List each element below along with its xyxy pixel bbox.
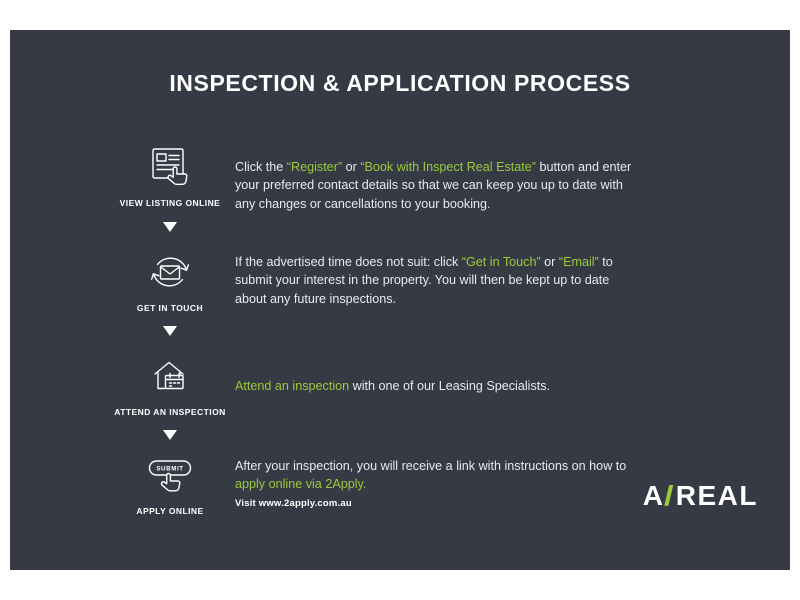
apply-online-icon: SUBMIT: [148, 460, 192, 492]
text-segment: or: [342, 160, 361, 174]
text-segment: After your inspection, you will receive …: [235, 459, 627, 473]
down-arrow-icon: [163, 326, 177, 336]
logo-slash-icon: /: [664, 480, 676, 511]
flyer-board: INSPECTION & APPLICATION PROCESS VIEW LI…: [10, 30, 790, 570]
logo-letter-left: A: [642, 480, 665, 511]
step-label: APPLY ONLINE: [136, 506, 204, 516]
step-description-view-listing: Click the “Register” or “Book with Inspe…: [235, 158, 641, 213]
highlighted-phrase: “Get in Touch”: [461, 255, 541, 269]
get-in-touch-icon: [150, 257, 189, 287]
highlighted-phrase: “Book with Inspect Real Estate”: [360, 160, 536, 174]
step-apply-online: SUBMIT APPLY ONLINE: [100, 455, 240, 516]
text-segment: or: [540, 255, 559, 269]
step-view-listing-online: VIEW LISTING ONLINE: [100, 143, 240, 208]
attend-inspection-icon: [154, 361, 184, 390]
text-segment: If the advertised time does not suit: cl…: [235, 255, 462, 269]
highlighted-phrase: apply online via 2Apply.: [235, 477, 367, 492]
logo-letters-right: REAL: [675, 480, 758, 511]
step-description-apply-online: After your inspection, you will receive …: [235, 457, 641, 494]
step-label: GET IN TOUCH: [136, 303, 204, 313]
visit-url-note: Visit www.2apply.com.au: [235, 498, 352, 509]
areal-logo: A / REAL: [643, 480, 758, 512]
step-label: VIEW LISTING ONLINE: [119, 198, 221, 208]
highlighted-phrase: “Register”: [286, 160, 343, 174]
page-title: INSPECTION & APPLICATION PROCESS: [169, 70, 631, 96]
step-description-get-in-touch: If the advertised time does not suit: cl…: [235, 253, 641, 308]
highlighted-phrase: “Email”: [558, 255, 599, 269]
view-listing-online-icon: [152, 148, 188, 185]
text-segment: Click the: [235, 160, 287, 174]
text-segment: with one of our Leasing Specialists.: [349, 379, 551, 393]
text-segment: to submit your interest in the property.…: [235, 255, 613, 306]
step-label: ATTEND AN INSPECTION: [114, 407, 226, 417]
text-segment: button and enter your preferred contact …: [235, 160, 632, 211]
step-get-in-touch: GET IN TOUCH: [100, 248, 240, 313]
step-attend-inspection: ATTEND AN INSPECTION: [100, 352, 240, 417]
step-description-attend-inspection: Attend an inspection with one of our Lea…: [235, 377, 641, 395]
submit-button-text: SUBMIT: [156, 465, 183, 472]
down-arrow-icon: [163, 430, 177, 440]
down-arrow-icon: [163, 222, 177, 232]
highlighted-phrase: Attend an inspection: [235, 379, 350, 393]
